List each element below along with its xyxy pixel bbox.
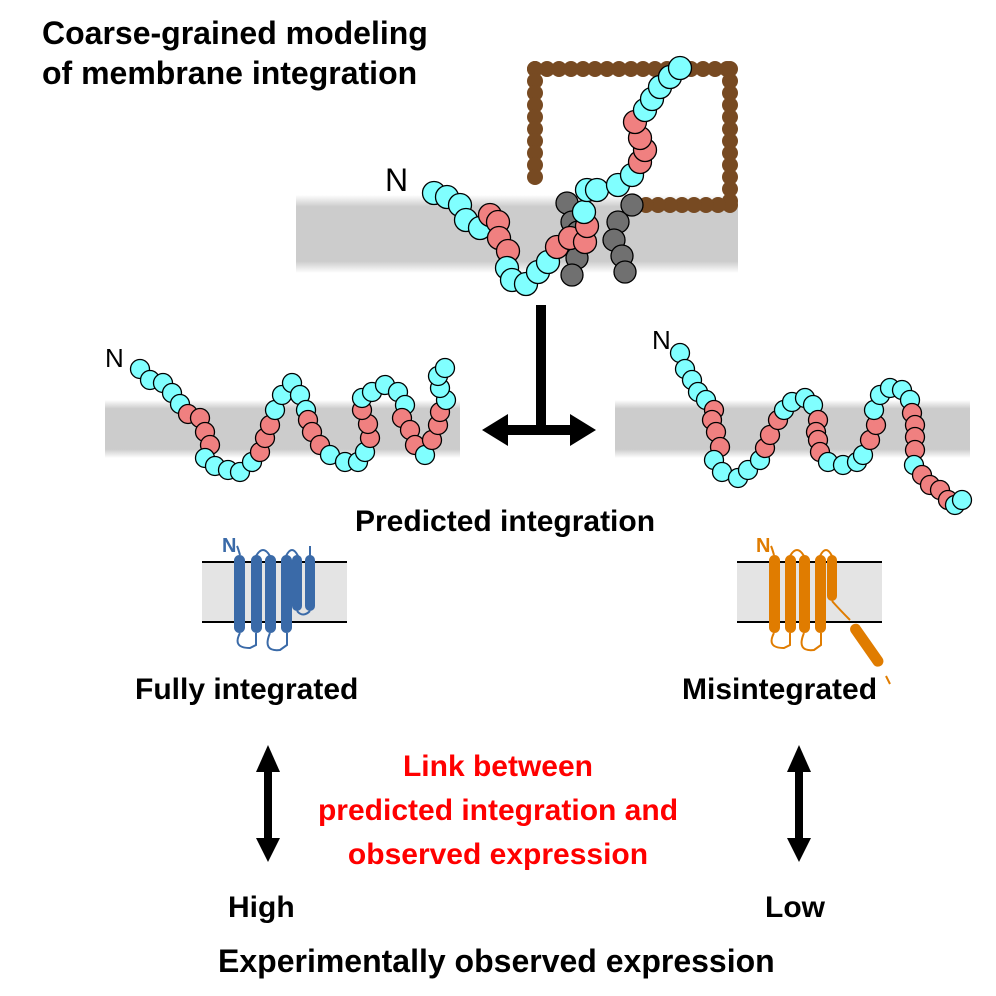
protein-chain-integrated bbox=[129, 357, 457, 483]
experimental-expression-label: Experimentally observed expression bbox=[218, 943, 775, 979]
hydrophilic-bead bbox=[951, 489, 973, 511]
misintegrated-label: Misintegrated bbox=[682, 673, 878, 706]
hydrophilic-bead bbox=[584, 177, 610, 203]
ribosome-bead bbox=[722, 73, 738, 89]
translocon-bead bbox=[620, 193, 644, 217]
ribosome-bead bbox=[563, 61, 579, 77]
link-line-2: predicted integration and bbox=[317, 794, 679, 827]
misintegrated-protein-icon: N bbox=[737, 535, 891, 685]
hydrophilic-bead bbox=[667, 55, 693, 81]
ribosome-bead bbox=[698, 197, 714, 213]
ribosome-bead bbox=[527, 169, 543, 185]
ribosome-bead bbox=[527, 121, 543, 137]
title-line-2: of membrane integration bbox=[42, 55, 418, 91]
link-statement: Link between predicted integration and o… bbox=[0, 745, 996, 877]
ribosome-bead bbox=[722, 169, 738, 185]
ribosome-bead bbox=[527, 145, 543, 161]
ribosome-bead bbox=[635, 61, 651, 77]
ribosome-bead bbox=[722, 85, 738, 101]
ribosome-bead bbox=[722, 61, 738, 77]
translocon-bead bbox=[560, 263, 584, 287]
ribosome-bead bbox=[650, 197, 666, 213]
ribosome-bead bbox=[722, 181, 738, 197]
n-label-orange: N bbox=[756, 535, 770, 557]
title-line-1: Coarse-grained modeling bbox=[42, 15, 428, 51]
n-label-blue: N bbox=[222, 535, 236, 557]
ribosome-bead bbox=[662, 197, 678, 213]
ribosome-bead bbox=[527, 109, 543, 125]
hydrophilic-bead bbox=[571, 199, 597, 225]
ribosome-bead bbox=[527, 85, 543, 101]
high-expression-label: High bbox=[228, 891, 295, 924]
ribosome-bead bbox=[674, 197, 690, 213]
ribosome-bead bbox=[527, 157, 543, 173]
branch-arrow-icon bbox=[482, 305, 596, 446]
ribosome-bead bbox=[722, 197, 738, 213]
hydrophilic-bead bbox=[434, 357, 456, 379]
low-expression-label: Low bbox=[765, 891, 825, 924]
translocon-bead bbox=[613, 260, 637, 284]
ribosome-bead bbox=[527, 73, 543, 89]
n-terminus-label-top: N bbox=[385, 162, 409, 198]
fully-integrated-protein-icon: N bbox=[202, 535, 347, 652]
ribosome-bead bbox=[611, 61, 627, 77]
ribosome-bead bbox=[587, 61, 603, 77]
ribosome-bead bbox=[707, 61, 723, 77]
ribosome-bead bbox=[695, 61, 711, 77]
ribosome-bead bbox=[599, 61, 615, 77]
protein-chain-misintegrated bbox=[669, 342, 973, 516]
ribosome-bead bbox=[527, 97, 543, 113]
ribosome-bead bbox=[722, 157, 738, 173]
link-line-1: Link between bbox=[402, 750, 594, 783]
ribosome-bead bbox=[722, 109, 738, 125]
ribosome-bead bbox=[575, 61, 591, 77]
ribosome-bead bbox=[722, 145, 738, 161]
n-terminus-label-left: N bbox=[105, 343, 124, 373]
ribosome-bead bbox=[539, 61, 555, 77]
ribosome-bead bbox=[710, 197, 726, 213]
fully-integrated-label: Fully integrated bbox=[135, 673, 359, 706]
ribosome-bead bbox=[722, 121, 738, 137]
ribosome-bead bbox=[623, 61, 639, 77]
link-line-3: observed expression bbox=[347, 838, 649, 871]
n-terminus-label-right: N bbox=[652, 325, 671, 355]
ribosome-bead bbox=[527, 133, 543, 149]
left-double-arrow-icon bbox=[256, 745, 280, 862]
ribosome-bead bbox=[722, 97, 738, 113]
right-double-arrow-icon bbox=[787, 745, 811, 862]
ribosome-bead bbox=[527, 61, 543, 77]
ribosome-bead bbox=[686, 197, 702, 213]
ribosome-bead bbox=[551, 61, 567, 77]
ribosome-bead bbox=[722, 133, 738, 149]
protein-chain-top bbox=[421, 55, 693, 297]
predicted-integration-label: Predicted integration bbox=[355, 505, 656, 538]
